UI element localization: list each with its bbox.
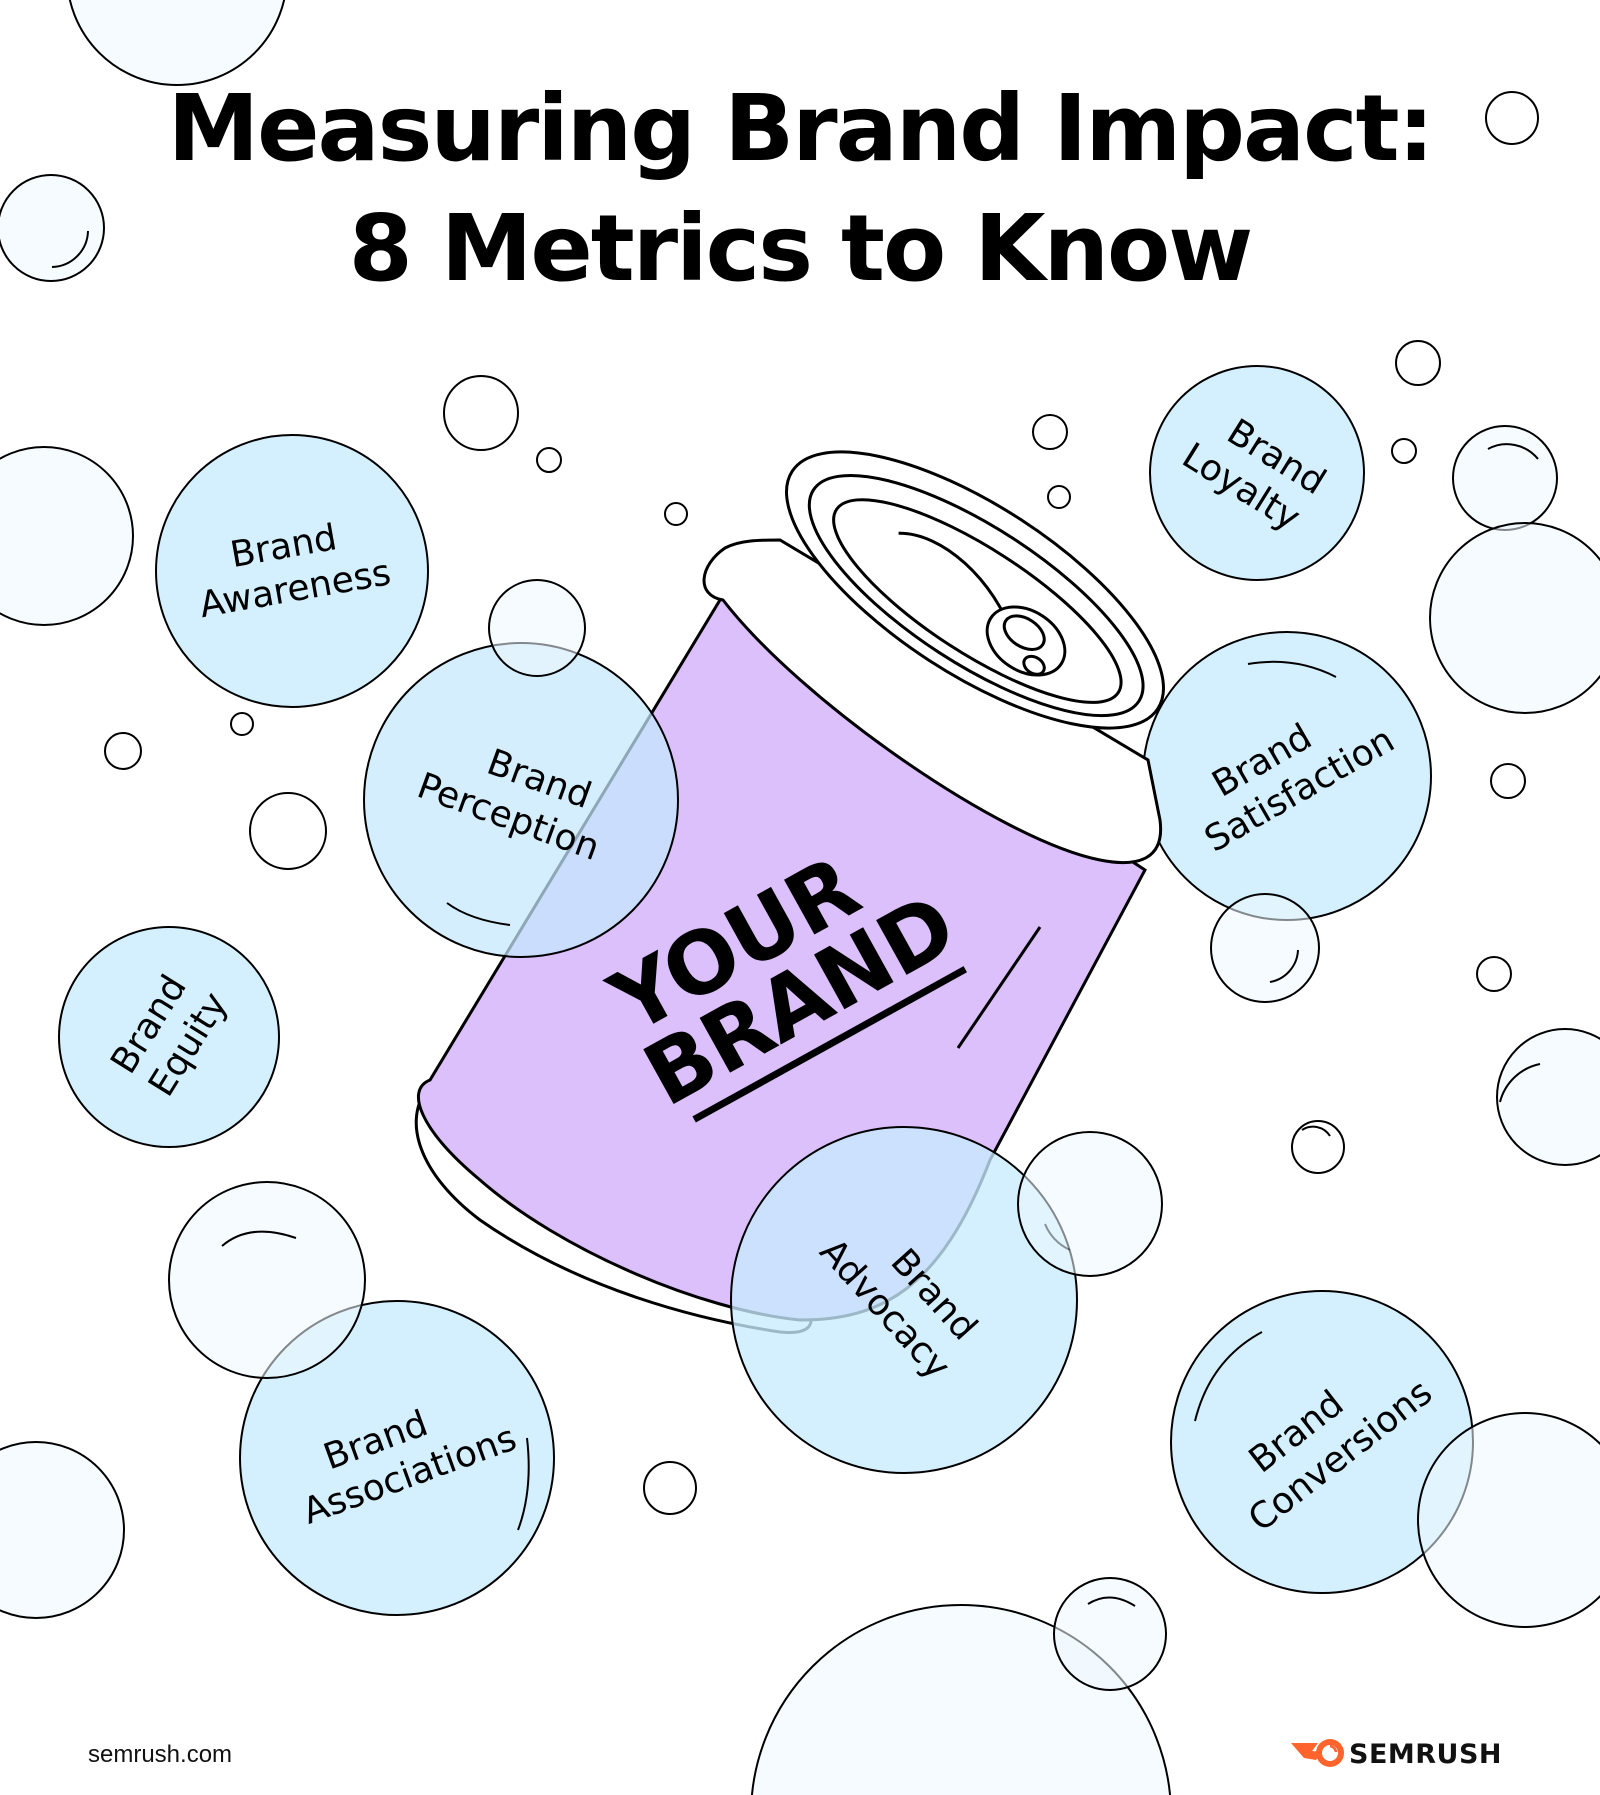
title-line-1: Measuring Brand Impact: xyxy=(168,75,1433,182)
bubble-highlight-icon xyxy=(51,230,89,268)
bubble-highlight-icon xyxy=(1499,1063,1541,1103)
metric-bubble-perception: Brand Perception xyxy=(363,642,679,958)
bubble-icon xyxy=(443,375,519,451)
background-bubbles xyxy=(0,0,1600,1619)
title-line-2: 8 Metrics to Know xyxy=(349,195,1251,302)
bubble-highlight-icon xyxy=(446,902,511,926)
semrush-logo-text: SEMRUSH xyxy=(1349,1739,1502,1770)
bubble-highlight-icon xyxy=(1487,443,1539,460)
bubble-highlight-icon xyxy=(1194,1331,1263,1422)
bubble-icon xyxy=(168,1181,366,1379)
foreground-bubbles xyxy=(168,893,1600,1795)
can-shine-line xyxy=(956,926,1042,1049)
semrush-fireball-icon xyxy=(1291,1739,1344,1767)
bubble-icon xyxy=(1476,956,1512,992)
bubble-icon xyxy=(1291,1120,1345,1174)
bubble-icon xyxy=(1032,414,1068,450)
bubble-highlight-icon xyxy=(1269,949,1299,983)
bubble-highlight-icon xyxy=(221,1230,297,1247)
metric-bubble-associations: Brand Associations xyxy=(239,1300,555,1616)
bubble-icon xyxy=(1017,1131,1163,1277)
soda-can-illustration: YOUR BRAND xyxy=(414,450,1165,1334)
bubble-icon xyxy=(104,732,142,770)
page-title: Measuring Brand Impact: 8 Metrics to Kno… xyxy=(168,75,1435,302)
bubble-highlight-icon xyxy=(517,1437,530,1531)
bubble-icon xyxy=(643,1461,697,1515)
footer-url[interactable]: semrush.com xyxy=(88,1741,232,1768)
can-label-underline xyxy=(692,966,967,1123)
bubble-highlight-icon xyxy=(1044,1223,1071,1251)
bubble-icon xyxy=(488,579,586,677)
bubble-icon xyxy=(0,174,105,282)
bubble-icon xyxy=(230,712,254,736)
bubble-icon xyxy=(1053,1577,1167,1691)
metric-bubble-loyalty: Brand Loyalty xyxy=(1149,365,1365,581)
bubble-highlight-icon xyxy=(1087,1596,1136,1607)
bubble-icon xyxy=(1210,893,1320,1003)
bubble-icon xyxy=(536,447,562,473)
bubble-icon xyxy=(1047,485,1071,509)
metric-bubble-advocacy: Brand Advocacy xyxy=(730,1126,1078,1474)
bubble-icon xyxy=(1391,438,1417,464)
bubble-icon xyxy=(1485,91,1539,145)
bubble-icon xyxy=(1452,425,1558,531)
bubble-icon xyxy=(249,792,327,870)
metric-bubble-awareness: Brand Awareness xyxy=(155,434,429,708)
pull-tab-icon xyxy=(985,605,1067,677)
bubble-icon xyxy=(0,446,134,626)
bubble-icon xyxy=(664,502,688,526)
bubble-icon xyxy=(1496,1028,1600,1166)
bubble-highlight-icon xyxy=(1301,1125,1331,1137)
metric-bubble-conversions: Brand Conversions xyxy=(1170,1290,1474,1594)
bubble-highlight-icon xyxy=(1247,660,1337,678)
bubble-icon xyxy=(68,0,286,86)
bubble-icon xyxy=(1429,522,1600,714)
bubble-icon xyxy=(1395,340,1441,386)
bubble-icon xyxy=(1490,763,1526,799)
metric-bubble-equity: Brand Equity xyxy=(58,926,280,1148)
semrush-logo[interactable]: SEMRUSH xyxy=(1291,1739,1502,1770)
bubble-icon xyxy=(0,1441,125,1619)
metric-bubble-satisfaction: Brand Satisfaction xyxy=(1142,631,1432,921)
bubble-icon xyxy=(1417,1412,1600,1628)
